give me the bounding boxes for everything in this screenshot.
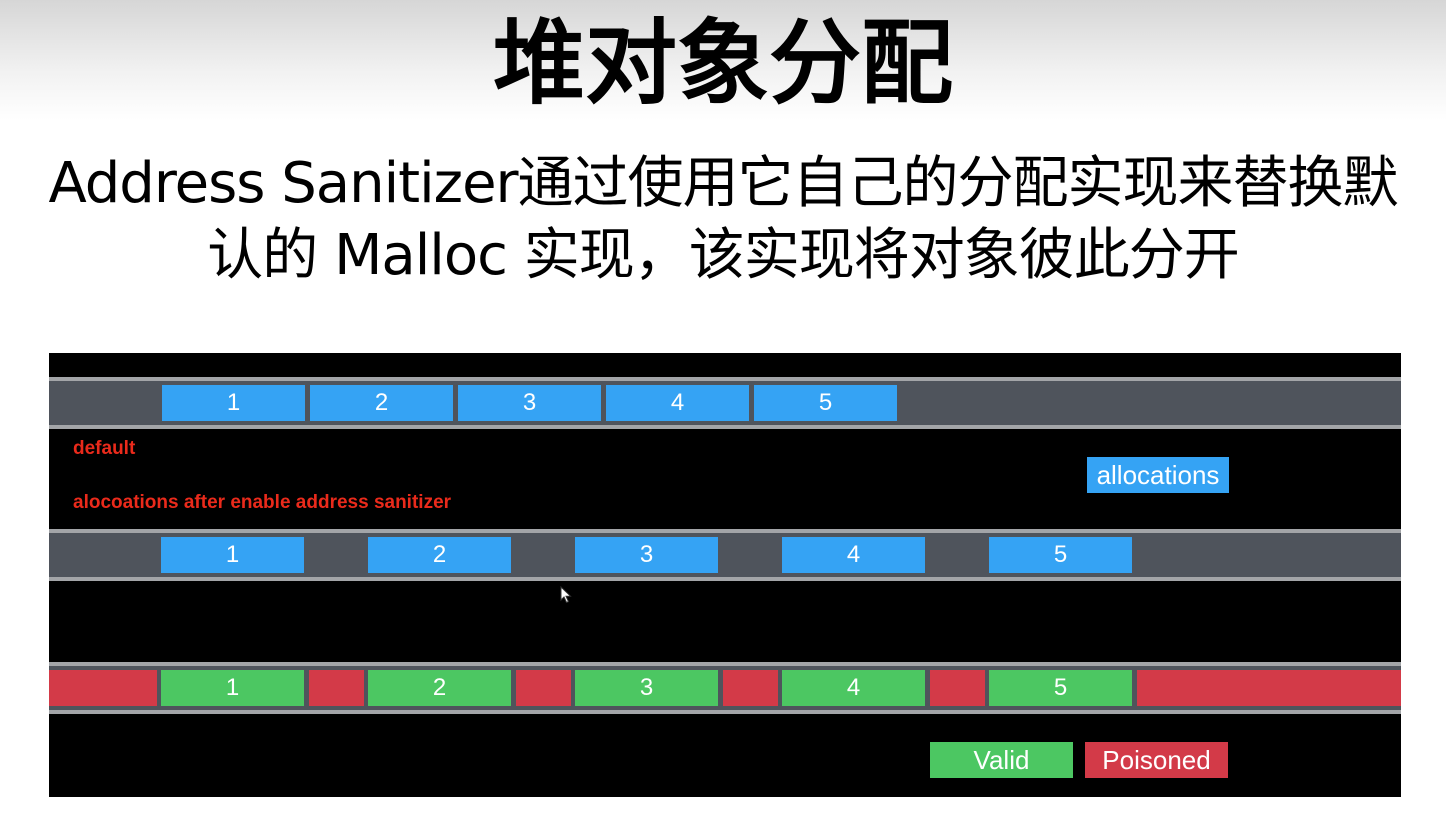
asan-allocation-track: 1 2 3 4 5 xyxy=(49,529,1401,581)
valid-block-5: 5 xyxy=(989,670,1132,706)
asan-block-5: 5 xyxy=(989,537,1132,573)
label-default: default xyxy=(73,438,136,459)
mouse-cursor-icon xyxy=(560,586,572,604)
poisoned-region xyxy=(309,670,364,706)
asan-block-1: 1 xyxy=(161,537,304,573)
default-block-5: 5 xyxy=(754,385,897,421)
poisoned-region xyxy=(49,670,157,706)
legend-allocations: allocations xyxy=(1087,457,1229,493)
poisoned-region xyxy=(723,670,778,706)
subtitle-line-1: Address Sanitizer通过使用它自己的分配实现来替换默 xyxy=(48,151,1398,216)
valid-block-3: 3 xyxy=(575,670,718,706)
valid-block-1: 1 xyxy=(161,670,304,706)
shadow-memory-track: 1 2 3 4 5 xyxy=(49,662,1401,714)
poisoned-region xyxy=(516,670,571,706)
asan-block-2: 2 xyxy=(368,537,511,573)
valid-block-4: 4 xyxy=(782,670,925,706)
legend-valid: Valid xyxy=(930,742,1073,778)
default-block-2: 2 xyxy=(310,385,453,421)
poisoned-region xyxy=(930,670,985,706)
default-block-4: 4 xyxy=(606,385,749,421)
default-allocation-track: 1 2 3 4 5 xyxy=(49,377,1401,429)
legend-poisoned: Poisoned xyxy=(1085,742,1228,778)
default-block-1: 1 xyxy=(162,385,305,421)
slide-title: 堆对象分配 xyxy=(492,10,953,117)
asan-block-3: 3 xyxy=(575,537,718,573)
default-block-3: 3 xyxy=(458,385,601,421)
subtitle-line-2: 认的 Malloc 实现，该实现将对象彼此分开 xyxy=(207,223,1239,288)
asan-block-4: 4 xyxy=(782,537,925,573)
label-after-asan: alocoations after enable address sanitiz… xyxy=(73,492,452,513)
memory-diagram: 1 2 3 4 5 default alocoations after enab… xyxy=(49,353,1401,797)
poisoned-region xyxy=(1137,670,1401,706)
valid-block-2: 2 xyxy=(368,670,511,706)
slide-subtitle: Address Sanitizer通过使用它自己的分配实现来替换默 认的 Mal… xyxy=(0,148,1446,292)
